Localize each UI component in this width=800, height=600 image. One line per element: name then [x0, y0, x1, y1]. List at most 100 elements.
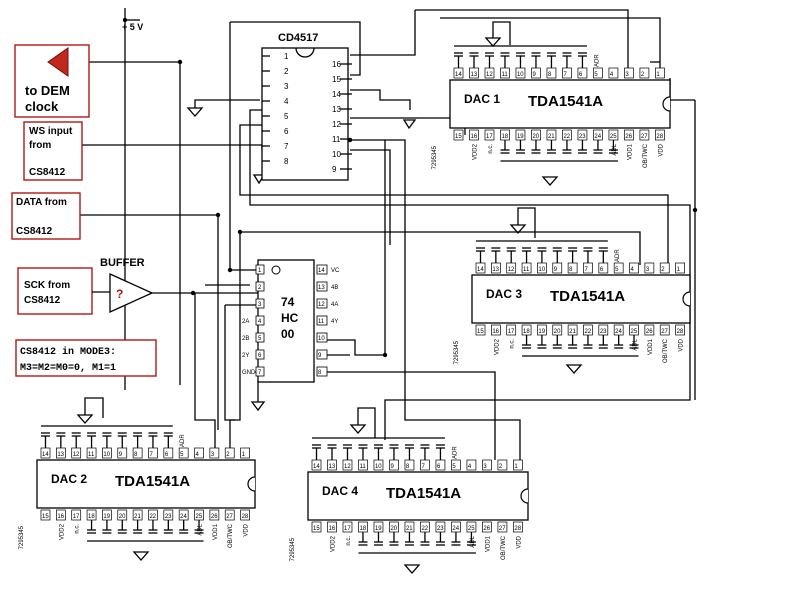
dac-top-pin: 5 [594, 72, 598, 78]
dac-bottom-pin: 19 [375, 526, 382, 532]
dac-adr-label: ADR [594, 54, 600, 67]
hc00-pin-num-left: 1 [258, 268, 262, 274]
dac-top-pin: 1 [242, 452, 246, 458]
dac-pin-label: OB/TWC [501, 535, 507, 560]
dac-bottom-pin: 20 [390, 526, 397, 532]
dac-top-pin: 2 [641, 72, 645, 78]
dac-pin-label: VDD [244, 523, 250, 536]
dac-bottom-pin: 16 [328, 526, 335, 532]
dac-top-pin: 9 [554, 267, 558, 273]
dac-top-pin: 9 [532, 72, 536, 78]
dac-bottom-pin: 16 [470, 134, 477, 140]
dac-top-pin: 14 [42, 452, 49, 458]
dac-top-pin: 3 [646, 267, 650, 273]
dac-pin-label: VDD2 [472, 143, 478, 160]
dac-top-pin: 4 [468, 464, 472, 470]
dac-bottom-pin: 15 [42, 514, 49, 520]
dac-bottom-pin: 26 [646, 329, 653, 335]
dac-bottom-pin: 17 [344, 526, 351, 532]
dac-bottom-pin: 27 [661, 329, 668, 335]
cd4517-pin-right: 15 [332, 75, 341, 84]
buffer-amp: ? BUFFER [100, 257, 154, 314]
dac-top-pin: 12 [486, 72, 493, 78]
hc00-pin-num-right: 12 [318, 302, 325, 308]
dac-bottom-pin: 18 [359, 526, 366, 532]
dac-pin-label: VDD1 [485, 535, 491, 552]
dac-pin-label: n.c. [488, 144, 494, 154]
ic-cd4517-name: CD4517 [278, 32, 318, 44]
dac-bottom-pin: 25 [610, 134, 617, 140]
dac-top-pin: 5 [180, 452, 184, 458]
dac-bottom-pin: 18 [523, 329, 530, 335]
dac-bottom-pin: 28 [677, 329, 684, 335]
ws-input-box: WS input from CS8412 [23, 121, 83, 181]
dac-pin-label: n.c. [510, 339, 516, 349]
dac-bottom-pin: 24 [615, 329, 622, 335]
dac-top-pin: 5 [452, 464, 456, 470]
dac-top-pin: 1 [514, 464, 518, 470]
dac-bottom-pin: 16 [57, 514, 64, 520]
dac-top-pin: 10 [103, 452, 110, 458]
dac-pin-label: VDD [516, 535, 522, 548]
dac-top-pin: 10 [517, 72, 524, 78]
hc00-pin-num-right: 10 [318, 336, 325, 342]
dac-bottom-pin: 22 [584, 329, 591, 335]
dem-clock-box: to DEM clock [14, 44, 90, 118]
hc00-pin-name-left: 2B [242, 336, 249, 342]
ic-74hc00-line1: 74 [281, 295, 295, 309]
hc00-pin-num-right: 11 [318, 319, 325, 325]
dac-bottom-pin: 24 [180, 514, 187, 520]
dac-pin-label: VDD [658, 143, 664, 156]
dac-bottom-pin: 24 [452, 526, 459, 532]
dac-pin-label: OB/TWC [228, 523, 234, 548]
cd4517-pin-left: 3 [284, 82, 289, 91]
dac-top-pin: 10 [375, 464, 382, 470]
hc00-pin-num-left: 3 [258, 302, 262, 308]
power-label: + 5 V [122, 22, 143, 32]
dac-adr-label: ADR [452, 446, 458, 459]
dac-bottom-pin: 21 [548, 134, 555, 140]
dac-top-pin: 8 [406, 464, 410, 470]
ic-74hc00-line3: 00 [281, 327, 295, 341]
dac-top-pin: 13 [57, 452, 64, 458]
buffer-symbol: ? [116, 287, 123, 301]
dac-pin-label: n.c. [75, 524, 81, 534]
hc00-pin-name-left: 2Y [242, 353, 249, 359]
dac-bottom-pin: 27 [226, 514, 233, 520]
dac-bottom-pin: 27 [641, 134, 648, 140]
dac-top-pin: 8 [134, 452, 138, 458]
dac-top-pin: 12 [344, 464, 351, 470]
dac-part-label: TDA1541A [528, 93, 603, 110]
data-label-line1: DATA from [16, 197, 67, 208]
dem-label-line1: to DEM [25, 83, 70, 98]
dac-bottom-pin: 26 [625, 134, 632, 140]
cd4517-pin-left: 8 [284, 157, 289, 166]
cd4517-pin-left: 1 [284, 52, 289, 61]
dac-top-pin: 9 [119, 452, 123, 458]
hc00-pin-num-left: 5 [258, 336, 262, 342]
dac-bottom-pin: 28 [656, 134, 663, 140]
dac-part-label: TDA1541A [550, 288, 625, 305]
dac-top-pin: 3 [483, 464, 487, 470]
dac-bottom-pin: 23 [579, 134, 586, 140]
speaker-arrow-icon [47, 47, 69, 77]
dac-bottom-pin: 25 [468, 526, 475, 532]
dac-top-pin: 8 [569, 267, 573, 273]
cd4517-pin-left: 5 [284, 112, 289, 121]
hc00-pin-num-right: 8 [318, 370, 322, 376]
dac-bottom-pin: 20 [532, 134, 539, 140]
dac-top-pin: 13 [470, 72, 477, 78]
dac-top-pin: 6 [600, 267, 604, 273]
dac-bottom-pin: 20 [119, 514, 126, 520]
dac-id-label: DAC 1 [464, 92, 500, 106]
dac-bottom-pin: 18 [88, 514, 95, 520]
dac-top-pin: 7 [563, 72, 567, 78]
dac-pin-label: ADL [470, 535, 476, 547]
hc00-pin-num-right: 13 [318, 285, 325, 291]
dac-top-pin: 12 [73, 452, 80, 458]
